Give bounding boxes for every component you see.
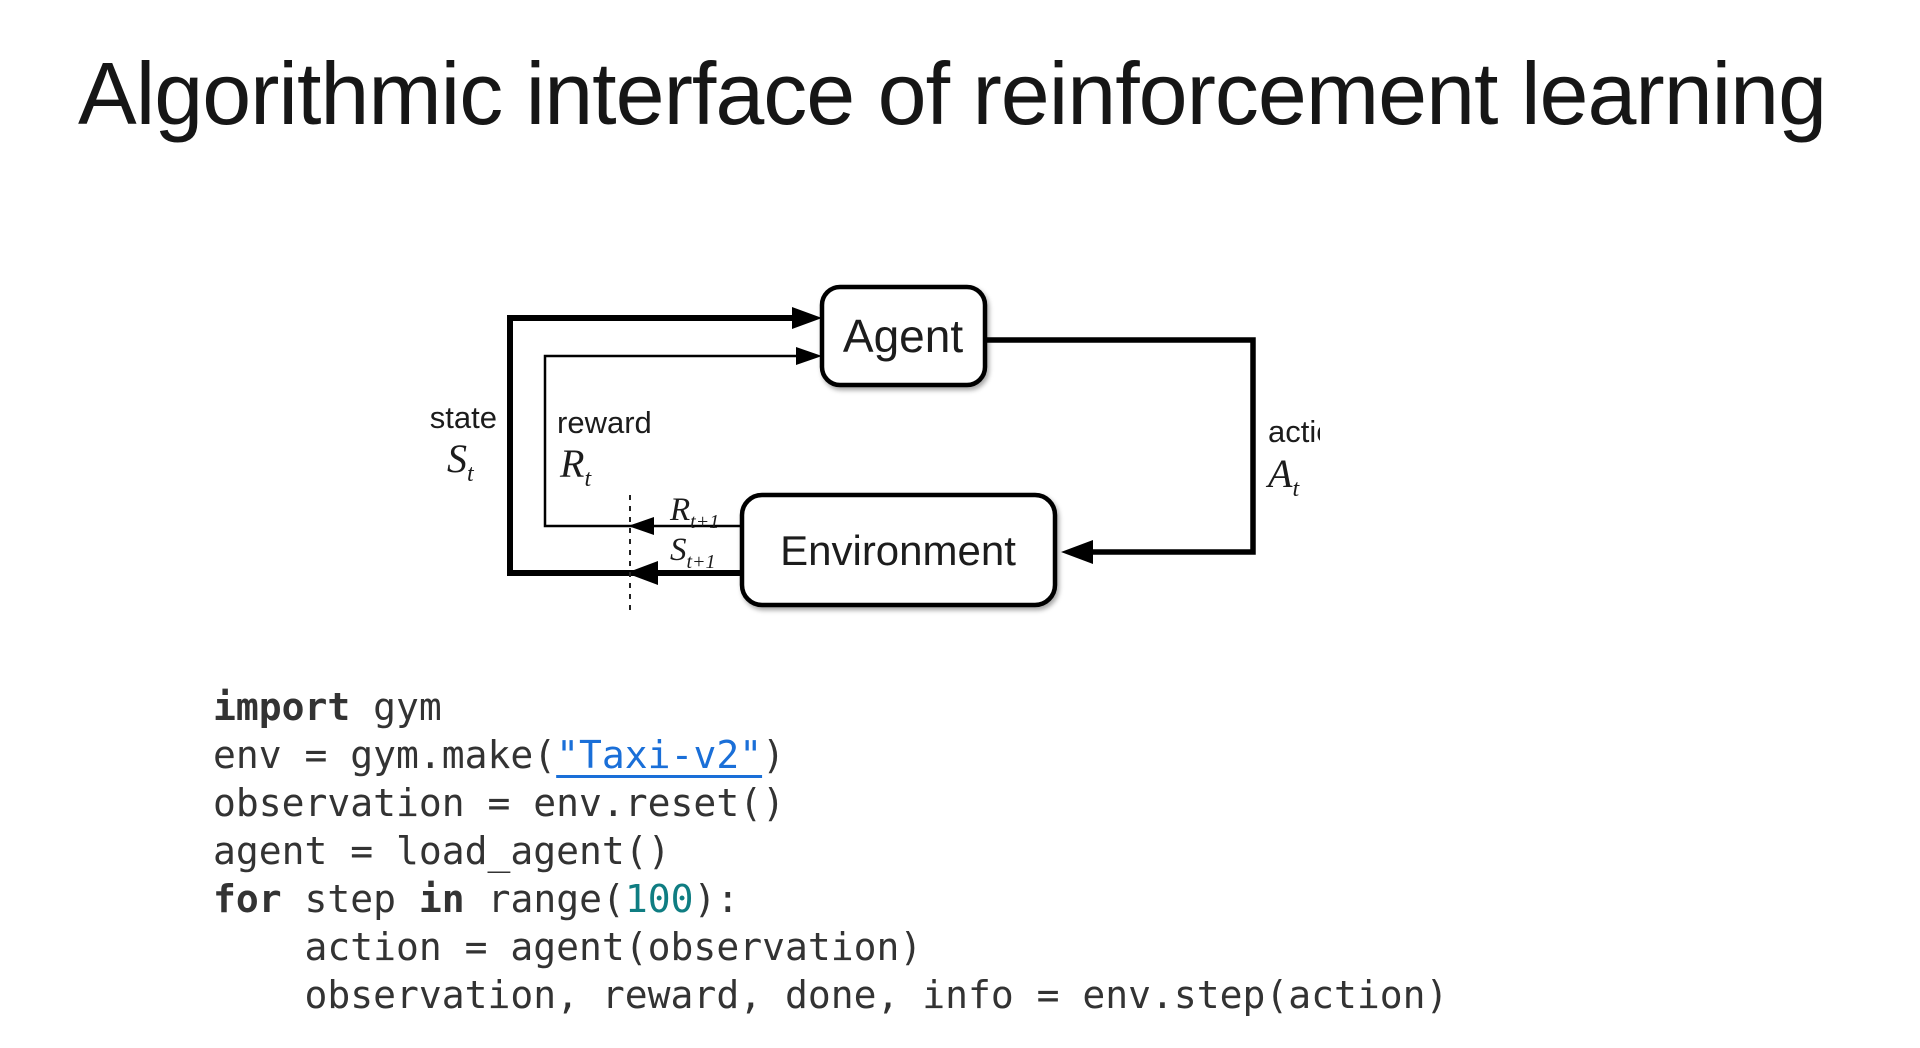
code-text: observation, reward, done, info = env.st… [213, 973, 1449, 1017]
action-label: action [1268, 414, 1320, 449]
code-text: agent = load_agent() [213, 829, 671, 873]
action-symbol: At [1265, 451, 1300, 502]
code-line-6: action = agent(observation) [213, 923, 1448, 971]
next-state-symbol: St+1 [670, 532, 716, 573]
agent-label: Agent [843, 310, 963, 362]
code-text: env = gym.make( [213, 733, 557, 777]
code-text: range( [464, 877, 625, 921]
code-line-7: observation, reward, done, info = env.st… [213, 971, 1449, 1019]
agent-node [819, 284, 988, 388]
state-symbol: St [447, 436, 475, 487]
code-line-2: env = gym.make("Taxi-v2") [213, 731, 1448, 779]
code-number: 100 [624, 877, 694, 921]
code-line-3: observation = env.reset() [213, 779, 1448, 827]
action-arrowhead-env [1061, 540, 1093, 564]
code-text: ) [762, 733, 785, 777]
reward-label: reward [557, 405, 652, 440]
reward-symbol: Rt [559, 441, 592, 492]
code-text: gym [350, 685, 442, 729]
code-text: ): [693, 877, 740, 921]
reward-arrowhead-left [628, 517, 654, 535]
code-text: observation = env.reset() [213, 781, 785, 825]
state-arrowhead-agent [792, 307, 822, 329]
code-keyword: for [213, 877, 282, 921]
code-text: action = agent(observation) [213, 925, 923, 969]
action-line [985, 337, 1256, 555]
code-keyword: in [418, 877, 465, 921]
taxi-v2-link[interactable]: "Taxi-v2" [556, 733, 763, 777]
environment-label: Environment [780, 527, 1016, 574]
environment-node [739, 492, 1058, 608]
state-arrowhead-left [626, 561, 658, 585]
code-keyword: import [213, 685, 351, 729]
code-line-1: import gym [213, 683, 1448, 731]
next-reward-symbol: Rt+1 [669, 492, 719, 533]
code-text: step [281, 877, 419, 921]
reward-arrowhead-agent [796, 347, 822, 365]
page-title: Algorithmic interface of reinforcement l… [78, 44, 1827, 143]
state-label: state [430, 400, 497, 435]
code-line-4: agent = load_agent() [213, 827, 1448, 875]
code-line-5: for step in range(100): [213, 875, 1448, 923]
rl-diagram: Agent Environment state St reward Rt Rt+… [430, 284, 1320, 614]
